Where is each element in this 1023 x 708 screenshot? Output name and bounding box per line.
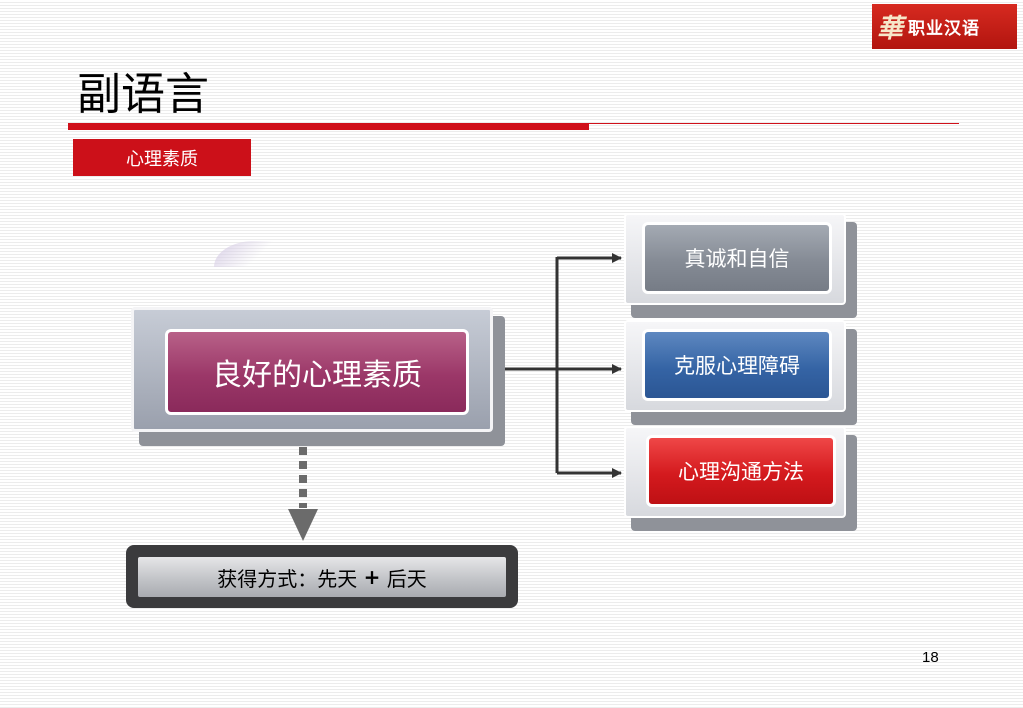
logo-text: 职业汉语 bbox=[908, 19, 980, 39]
title-rule-thick bbox=[68, 123, 589, 130]
dashed-arrow-head bbox=[288, 509, 318, 541]
acquisition-box: 获得方式：先天 + 后天 bbox=[138, 557, 506, 597]
branch-box-3: 心理沟通方法 bbox=[646, 435, 836, 507]
page-number: 18 bbox=[922, 649, 939, 666]
logo-glyph: 華 bbox=[876, 14, 903, 44]
acquisition-suffix: 后天 bbox=[380, 566, 427, 591]
slide-title: 副语言 bbox=[77, 69, 209, 120]
acquisition-plus: + bbox=[363, 565, 381, 589]
acquisition-prefix: 获得方式：先天 bbox=[217, 566, 364, 591]
section-label: 心理素质 bbox=[73, 139, 251, 176]
branch-box-2: 克服心理障碍 bbox=[642, 329, 832, 401]
main-concept-box: 良好的心理素质 bbox=[165, 329, 469, 415]
branch-box-1: 真诚和自信 bbox=[642, 222, 832, 294]
title-rule-thin bbox=[589, 123, 959, 124]
brand-logo: 華 职业汉语 bbox=[872, 4, 1017, 49]
